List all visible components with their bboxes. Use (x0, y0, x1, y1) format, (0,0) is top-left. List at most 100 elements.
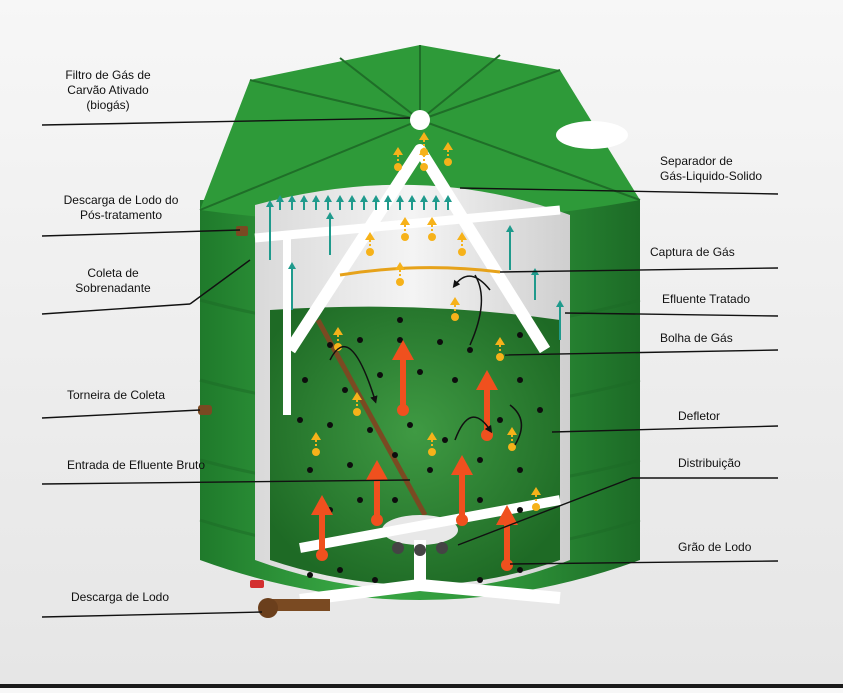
label-captura: Captura de Gás (650, 245, 735, 259)
gas-bubble-dot (353, 408, 361, 416)
effluent-arrows (266, 195, 564, 340)
gas-bubble-dot (458, 248, 466, 256)
granule-dot (392, 452, 398, 458)
flow-arrow-icon (311, 495, 333, 515)
gas-bubbles (311, 132, 541, 511)
flow-arrow-icon (556, 300, 564, 307)
granule-dot (397, 337, 403, 343)
gas-bubble-icon (495, 337, 505, 345)
granule-dot (307, 467, 313, 473)
gas-bubble-icon (393, 147, 403, 155)
label-torneira: Torneira de Coleta (66, 388, 166, 402)
flow-arrow-icon (360, 195, 368, 202)
flow-arrow-icon (366, 460, 388, 480)
gas-bubble-icon (443, 142, 453, 150)
flow-arrow-icon (336, 195, 344, 202)
gas-bubble-icon (457, 232, 467, 240)
flow-arrow-icon (312, 195, 320, 202)
flow-arrow-icon (276, 195, 284, 202)
bottom-border (0, 684, 843, 688)
gas-bubble-icon (507, 427, 517, 435)
gas-bubble-icon (427, 217, 437, 225)
gas-bubble-dot (428, 233, 436, 241)
gas-filter-icon (410, 110, 430, 130)
flow-arrow-icon (324, 195, 332, 202)
granule-dot (357, 497, 363, 503)
gas-bubble-dot (444, 158, 452, 166)
gas-bubble-icon (333, 327, 343, 335)
gas-bubble-dot (396, 278, 404, 286)
gas-bubble-dot (532, 503, 540, 511)
upflow-arrow-dot (316, 549, 328, 561)
granule-dot (517, 377, 523, 383)
gas-bubble-dot (420, 163, 428, 171)
granule-dot (417, 369, 423, 375)
granule-dot (517, 567, 523, 573)
circulation-curves (329, 274, 523, 446)
gas-bubble-icon (450, 297, 460, 305)
gas-bubble-dot (428, 448, 436, 456)
gas-bubble-dot (366, 248, 374, 256)
flow-arrow-icon (372, 195, 380, 202)
granule-dot (342, 387, 348, 393)
granule-dot (477, 497, 483, 503)
flow-arrow-icon (266, 200, 274, 207)
flow-arrow-icon (288, 195, 296, 202)
gas-bubble-icon (400, 217, 410, 225)
granule-dot (497, 417, 503, 423)
flow-arrow-icon (300, 195, 308, 202)
label-distribuicao: Distribuição (678, 456, 741, 470)
upflow-arrow-dot (481, 429, 493, 441)
granule-dot (517, 332, 523, 338)
upflow-arrow-dot (501, 559, 513, 571)
granule-dot (397, 317, 403, 323)
gas-bubble-dot (496, 353, 504, 361)
granule-dot (367, 427, 373, 433)
flow-arrow-icon (384, 195, 392, 202)
label-defletor: Defletor (678, 409, 721, 423)
gas-bubble-icon (419, 147, 429, 155)
gas-bubble-dot (334, 343, 342, 351)
gas-bubble-icon (395, 262, 405, 270)
granule-dot (347, 462, 353, 468)
flow-arrow-icon (288, 262, 296, 269)
tank-roof (199, 45, 641, 223)
upflow-arrow-dot (371, 514, 383, 526)
label-descarga-lodo: Descarga de Lodo (70, 590, 170, 604)
gas-bubble-icon (419, 132, 429, 140)
label-bolha: Bolha de Gás (660, 331, 733, 345)
upflow-arrow-dot (456, 514, 468, 526)
gas-bubble-dot (312, 448, 320, 456)
flow-arrow-icon (496, 505, 518, 525)
gas-bubble-dot (508, 443, 516, 451)
granule-dot (517, 507, 523, 513)
granule-dot (427, 467, 433, 473)
granule-dot (302, 377, 308, 383)
granule-dot (407, 422, 413, 428)
granule-dot (357, 337, 363, 343)
gas-bubble-icon (531, 487, 541, 495)
upflow-arrows (311, 340, 518, 571)
granule-dot (442, 437, 448, 443)
flow-arrow-icon (444, 195, 452, 202)
gas-bubble-dot (451, 313, 459, 321)
flow-arrow-icon (432, 195, 440, 202)
gas-bubble-icon (427, 432, 437, 440)
granule-dot (537, 407, 543, 413)
flow-arrow-icon (476, 370, 498, 390)
granule-dot (372, 577, 378, 583)
granule-dot (437, 339, 443, 345)
granule-dot (297, 417, 303, 423)
flow-arrow-icon (506, 225, 514, 232)
granule-dot (307, 572, 313, 578)
gas-bubble-icon (365, 232, 375, 240)
flow-arrow-icon (326, 212, 334, 219)
gas-bubble-dot (401, 233, 409, 241)
label-entrada: Entrada de Efluente Bruto (66, 458, 206, 472)
